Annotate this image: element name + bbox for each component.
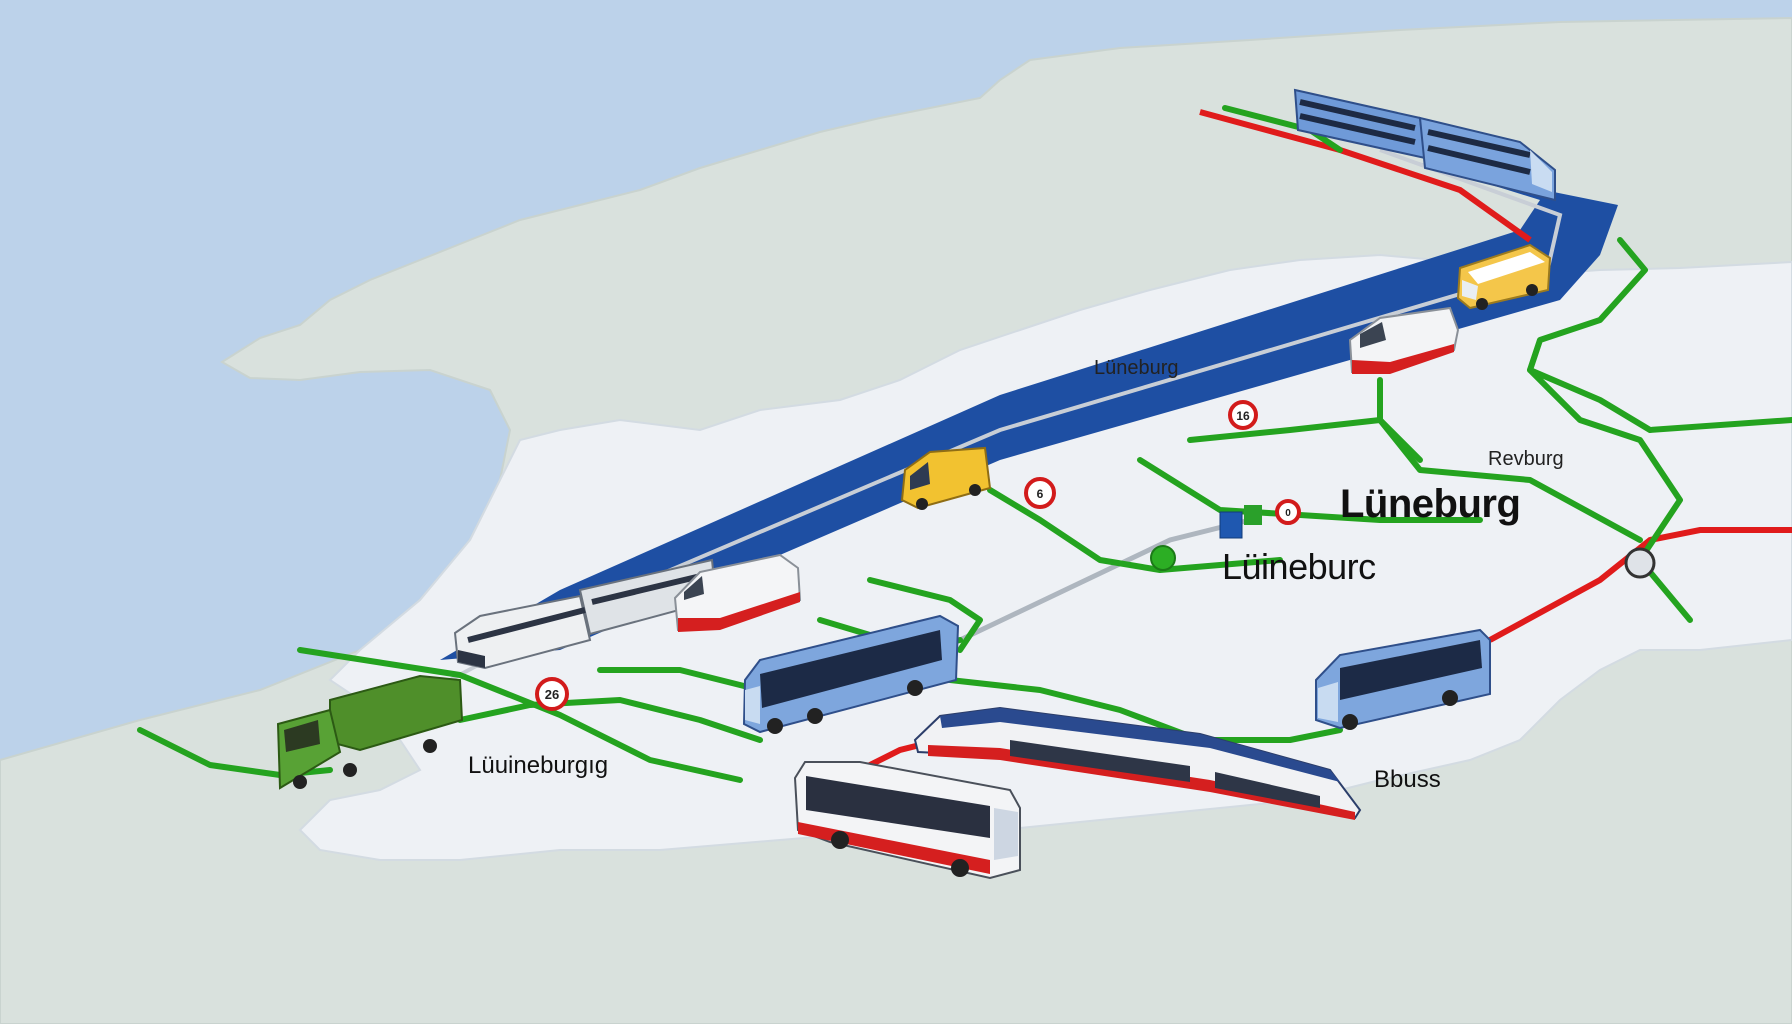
green-node [1150,545,1176,571]
speed-sign-2: 6 [1024,477,1056,509]
speed-sign-3-text: 26 [545,687,559,702]
yellow-minibus [1456,243,1552,310]
blue-coach-center [742,614,960,734]
main-line-corridor [440,150,1618,660]
speed-sign-1-text: 16 [1236,409,1250,423]
freight-train [453,558,718,670]
white-coach-bus [793,761,1021,880]
junction-node [1624,547,1656,579]
speed-sign-2-text: 6 [1037,487,1044,501]
high-speed-train-front [1348,306,1460,374]
direction-sign [1219,505,1262,539]
label-luneburgig-west: Lüuineburgıg [468,752,609,779]
high-speed-train-middle [673,553,802,632]
speed-sign-4: 0 [1275,499,1301,525]
yellow-van [900,446,992,510]
label-revburg: Revburg [1488,448,1564,470]
speed-sign-1: 16 [1228,400,1258,430]
speed-sign-4-text: 0 [1285,508,1291,519]
red-route-north [1199,109,1532,243]
label-luneburg-big: Lüneburg [1340,482,1521,526]
tram-red-blue [913,706,1362,820]
double-decker-train-north [1293,88,1556,202]
label-luneburc: Lüineburc [1222,546,1376,587]
blue-coach-east [1315,628,1491,730]
speed-sign-3: 26 [535,677,569,711]
green-truck [276,674,464,790]
label-luneburg-north: Lüneburg [1094,357,1179,379]
label-bbuss: Bbuss [1374,766,1441,793]
